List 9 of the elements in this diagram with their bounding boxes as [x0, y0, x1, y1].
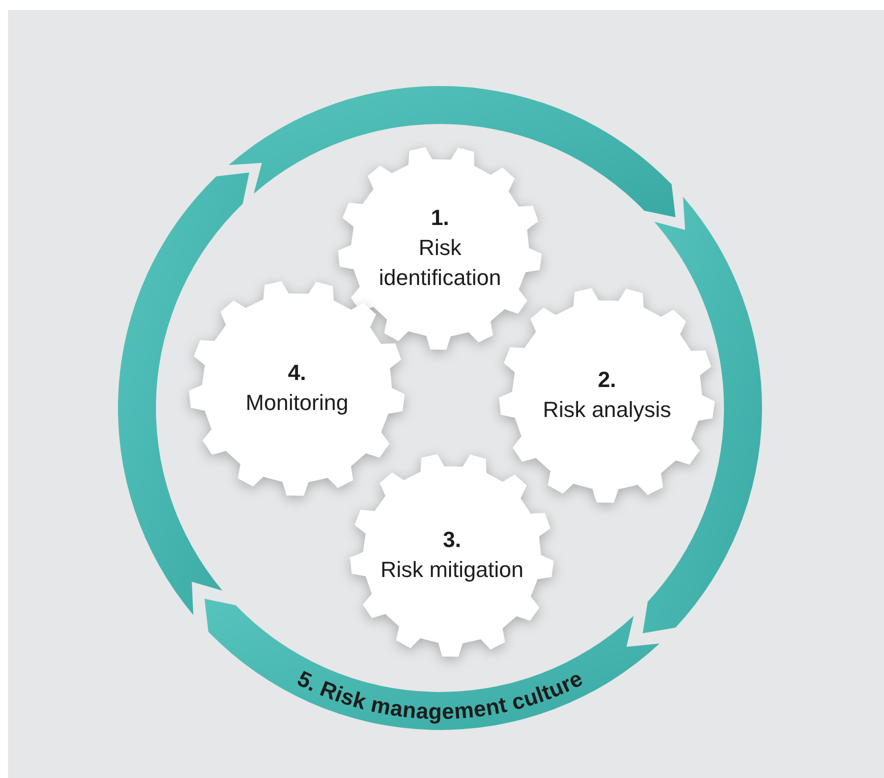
step-label: Risk analysis [542, 396, 672, 424]
step-label: Monitoring [244, 389, 350, 417]
ring-label: 5. Risk management culture [294, 666, 586, 724]
step-label: Risk mitigation [379, 556, 525, 584]
step-number: 4. [288, 359, 306, 387]
step-number: 1. [430, 204, 450, 232]
step-number: 2. [598, 366, 616, 394]
step-label: Risk identification [378, 234, 502, 292]
step-number: 3. [442, 526, 462, 554]
